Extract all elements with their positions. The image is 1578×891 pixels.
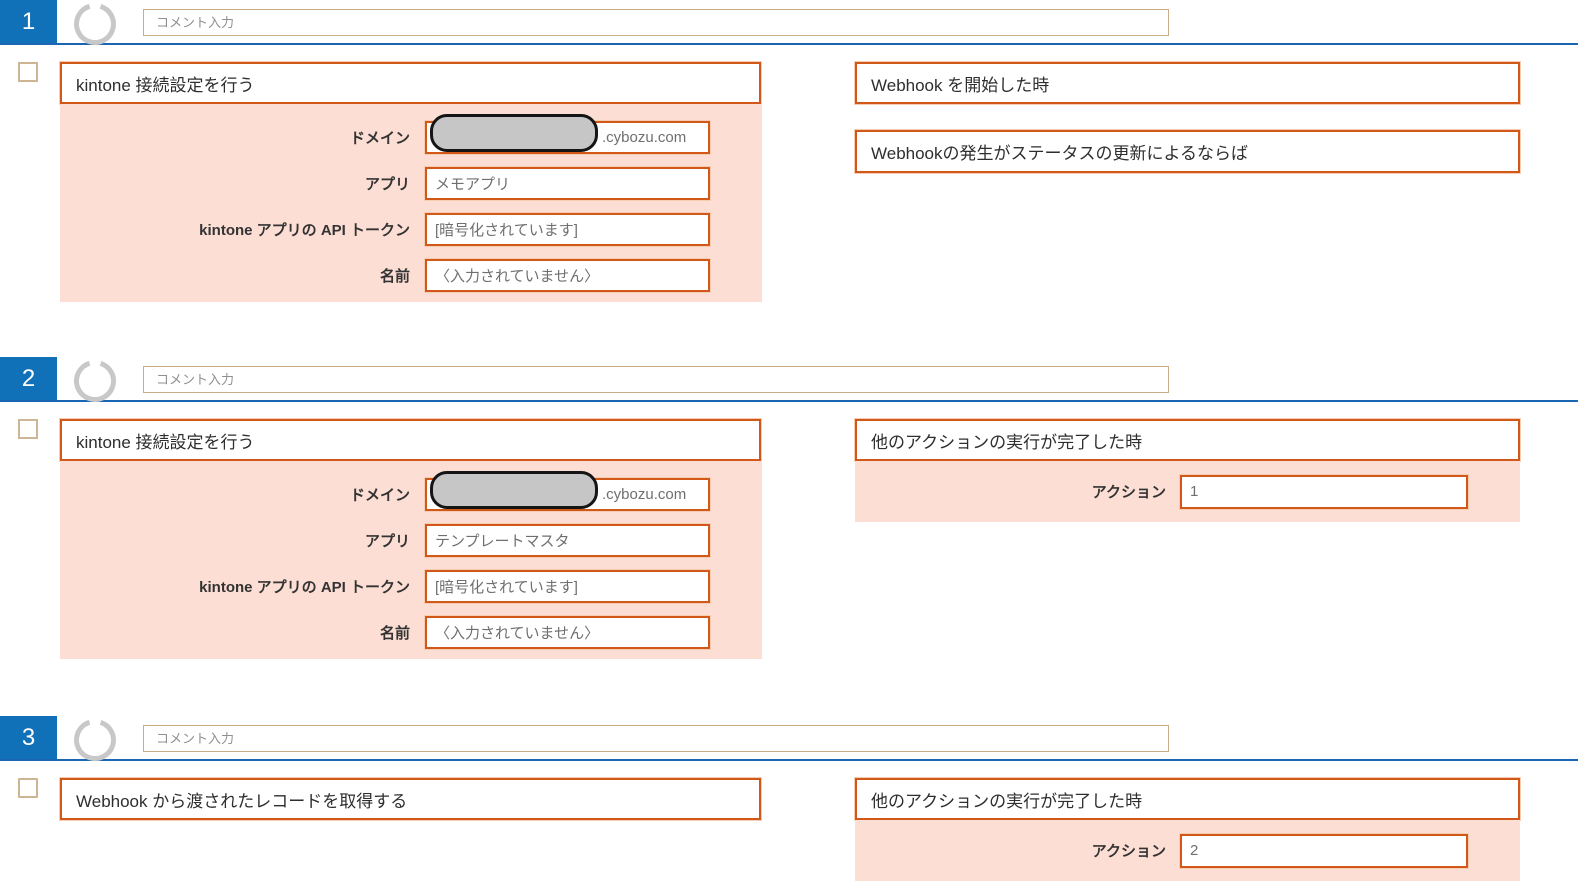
name-label: 名前 — [379, 625, 410, 642]
app-label: アプリ — [364, 533, 410, 550]
step-checkbox[interactable] — [18, 419, 38, 439]
step-header: 3 コメント入力 — [0, 716, 1578, 761]
action-number-label: アクション — [1091, 484, 1166, 501]
param-row-api-token: kintone アプリの API トークン [暗号化されています] — [60, 569, 762, 604]
domain-suffix: .cybozu.com — [602, 129, 687, 146]
action-number-input[interactable]: 1 — [1179, 473, 1469, 510]
header-divider — [0, 400, 1578, 402]
domain-suffix: .cybozu.com — [602, 486, 687, 503]
action-title-box[interactable]: Webhook から渡されたレコードを取得する — [59, 777, 762, 821]
status-ring-icon — [74, 719, 116, 761]
redaction-blob — [430, 471, 598, 509]
api-token-input[interactable]: [暗号化されています] — [424, 212, 711, 247]
trigger-title-box[interactable]: Webhook を開始した時 — [854, 61, 1521, 105]
comment-input[interactable]: コメント入力 — [143, 9, 1169, 36]
redaction-blob — [430, 114, 598, 152]
workflow-step-1: 1 コメント入力 kintone 接続設定を行う ドメイン .cybozu.co… — [0, 0, 1578, 302]
step-number-badge: 3 — [0, 716, 57, 759]
step-header: 2 コメント入力 — [0, 357, 1578, 402]
api-token-input[interactable]: [暗号化されています] — [424, 569, 711, 604]
domain-label: ドメイン — [349, 487, 410, 504]
param-row-domain: ドメイン .cybozu.com — [60, 114, 762, 155]
domain-input[interactable]: .cybozu.com — [424, 114, 711, 155]
app-input[interactable]: メモアプリ — [424, 166, 711, 201]
status-ring-icon — [74, 360, 116, 402]
header-divider — [0, 43, 1578, 45]
api-token-label: kintone アプリの API トークン — [199, 579, 410, 596]
app-label: アプリ — [364, 176, 410, 193]
name-input[interactable]: 〈入力されていません〉 — [424, 258, 711, 293]
api-token-label: kintone アプリの API トークン — [199, 222, 410, 239]
condition-box[interactable]: Webhookの発生がステータスの更新によるならば — [854, 129, 1521, 174]
action-params-panel: ドメイン .cybozu.com アプリ テンプレートマスタ kintone ア… — [60, 461, 762, 659]
param-row-domain: ドメイン .cybozu.com — [60, 471, 762, 512]
domain-label: ドメイン — [349, 130, 410, 147]
trigger-params-panel: アクション 2 — [855, 820, 1520, 881]
status-ring-icon — [74, 3, 116, 45]
action-title-box[interactable]: kintone 接続設定を行う — [59, 418, 762, 462]
action-number-input[interactable]: 2 — [1179, 832, 1469, 869]
step-checkbox[interactable] — [18, 778, 38, 798]
step-number-badge: 1 — [0, 0, 57, 43]
trigger-title-box[interactable]: 他のアクションの実行が完了した時 — [854, 777, 1521, 821]
domain-input[interactable]: .cybozu.com — [424, 471, 711, 512]
comment-input[interactable]: コメント入力 — [143, 725, 1169, 752]
workflow-step-3: 3 コメント入力 Webhook から渡されたレコードを取得する 他のアクション… — [0, 716, 1578, 881]
param-row-app: アプリ テンプレートマスタ — [60, 523, 762, 558]
workflow-step-2: 2 コメント入力 kintone 接続設定を行う ドメイン .cybozu.co… — [0, 357, 1578, 659]
step-checkbox[interactable] — [18, 62, 38, 82]
comment-input[interactable]: コメント入力 — [143, 366, 1169, 393]
app-input[interactable]: テンプレートマスタ — [424, 523, 711, 558]
param-row-api-token: kintone アプリの API トークン [暗号化されています] — [60, 212, 762, 247]
action-number-label: アクション — [1091, 843, 1166, 860]
name-input[interactable]: 〈入力されていません〉 — [424, 615, 711, 650]
trigger-params-panel: アクション 1 — [855, 461, 1520, 522]
action-params-panel: ドメイン .cybozu.com アプリ メモアプリ kintone アプリの … — [60, 104, 762, 302]
action-title-box[interactable]: kintone 接続設定を行う — [59, 61, 762, 105]
header-divider — [0, 759, 1578, 761]
name-label: 名前 — [379, 268, 410, 285]
step-header: 1 コメント入力 — [0, 0, 1578, 45]
step-number-badge: 2 — [0, 357, 57, 400]
param-row-name: 名前 〈入力されていません〉 — [60, 615, 762, 650]
param-row-app: アプリ メモアプリ — [60, 166, 762, 201]
trigger-title-box[interactable]: 他のアクションの実行が完了した時 — [854, 418, 1521, 462]
param-row-name: 名前 〈入力されていません〉 — [60, 258, 762, 293]
